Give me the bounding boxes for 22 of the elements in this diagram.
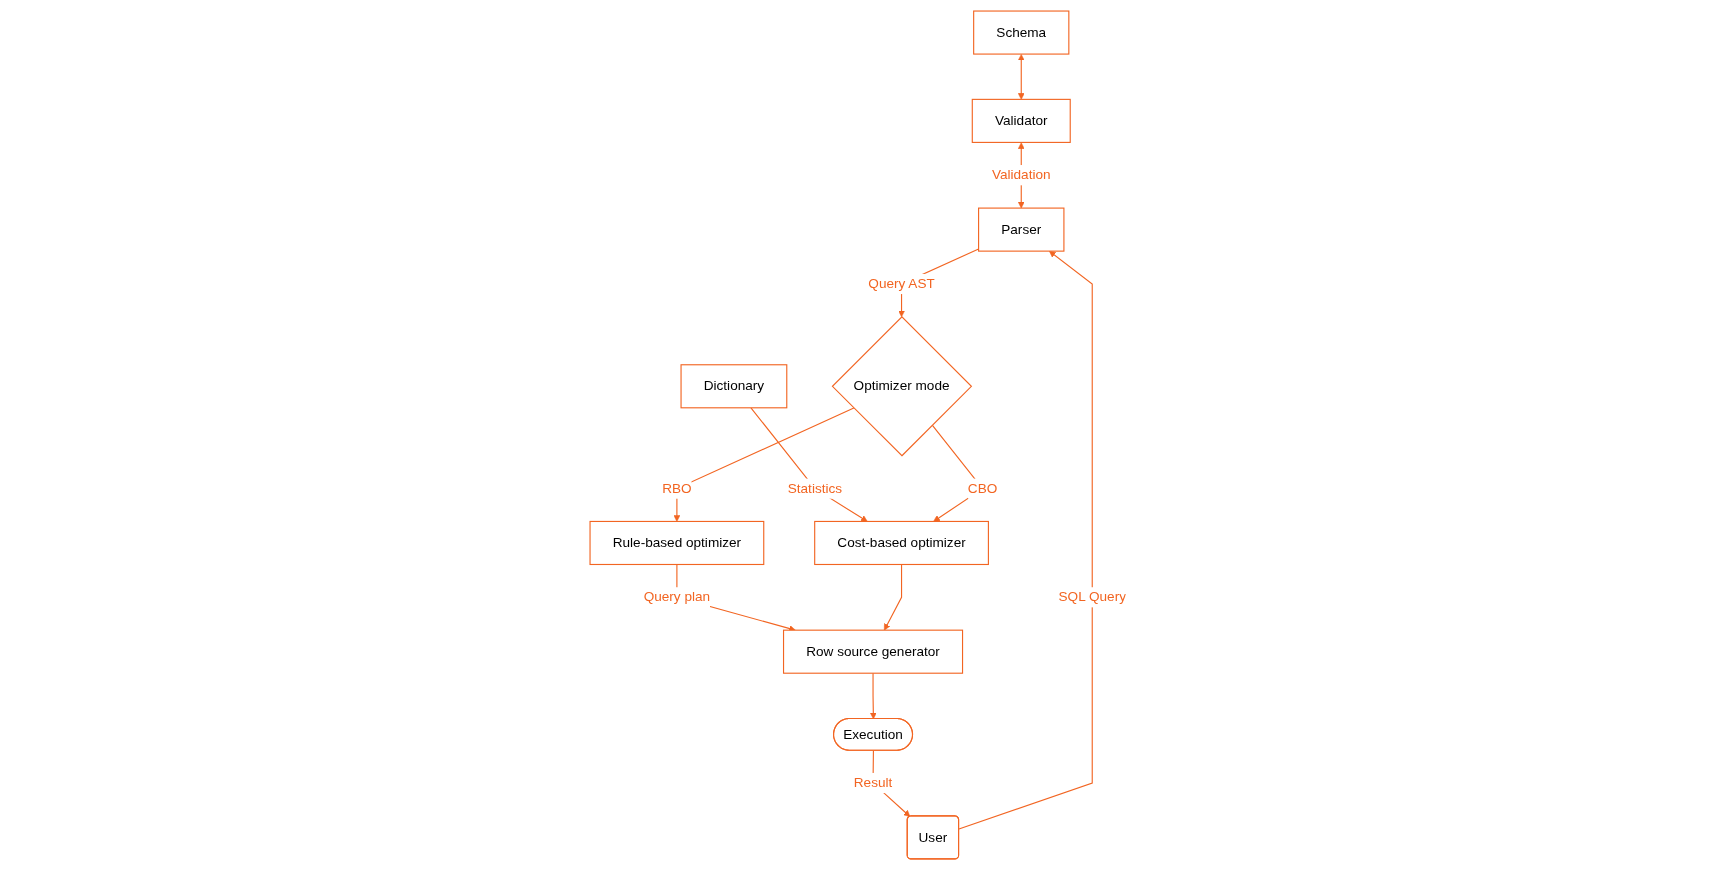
edge-label: RBO bbox=[662, 480, 692, 496]
arrow bbox=[884, 563, 903, 631]
edge-label: Query AST bbox=[868, 276, 935, 292]
edge-label: Result bbox=[853, 775, 893, 791]
edge-label: CBO bbox=[967, 480, 998, 496]
edge-label: Validation bbox=[991, 167, 1051, 183]
node-diamond: Optimizer mode bbox=[831, 316, 973, 457]
edge-label: SQL Query bbox=[1058, 589, 1126, 605]
node-box: Schema bbox=[973, 10, 1070, 55]
node-box: Rule-based optimizer bbox=[589, 520, 765, 566]
node-box: Row source generator bbox=[782, 629, 964, 674]
arrow bbox=[673, 407, 855, 522]
arrow bbox=[870, 672, 877, 720]
node-box: Parser bbox=[978, 207, 1065, 252]
arrow bbox=[1017, 54, 1025, 100]
edge-label: Statistics bbox=[787, 480, 843, 496]
edge-label: Query plan bbox=[643, 589, 711, 605]
arrow bbox=[750, 407, 868, 522]
node-box: Cost-based optimizer bbox=[814, 520, 989, 566]
node-box: Dictionary bbox=[680, 364, 788, 409]
arrow bbox=[958, 250, 1093, 830]
node-box: Validator bbox=[971, 98, 1071, 143]
